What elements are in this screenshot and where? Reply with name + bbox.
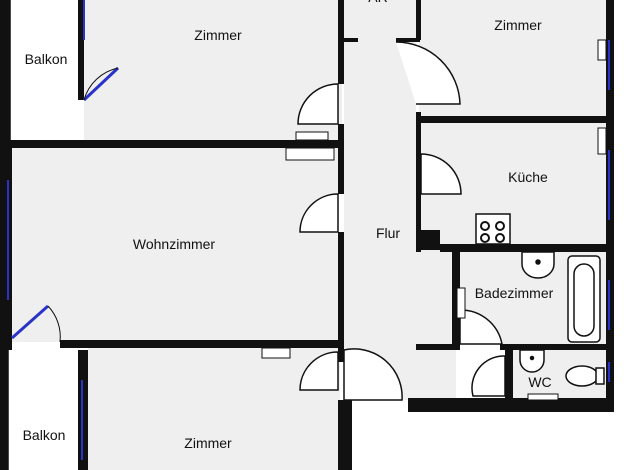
label-wohnzimmer: Wohnzimmer (133, 236, 216, 252)
label-badezimmer: Badezimmer (475, 285, 554, 301)
label-zimmer-top-left: Zimmer (194, 27, 242, 43)
floors (12, 0, 609, 470)
room-labels: Balkon Zimmer AR Zimmer Küche Wohnzimmer… (23, 0, 554, 451)
label-zimmer-top-right: Zimmer (494, 17, 542, 33)
floor-zimmer-bottom (88, 348, 340, 470)
floor-ar (344, 0, 416, 40)
label-balkon-bottom: Balkon (23, 427, 66, 443)
radiators (261, 39, 607, 401)
label-wc: WC (528, 374, 551, 390)
windows (7, 0, 610, 460)
label-flur: Flur (376, 225, 400, 241)
floor-flur-lower (416, 250, 456, 400)
label-balkon-top: Balkon (25, 51, 68, 67)
label-ar: AR (368, 0, 387, 5)
sink-bath (521, 251, 555, 279)
door-swings (297, 41, 506, 401)
toilet (565, 365, 599, 387)
floor-flur (344, 40, 416, 400)
label-kueche: Küche (508, 169, 548, 185)
balcony-doors (11, 66, 120, 343)
stove (475, 213, 511, 245)
sink-wc (519, 349, 545, 373)
balcony-rails (7, 0, 11, 470)
floor-wohnzimmer (12, 148, 338, 342)
label-zimmer-bottom: Zimmer (184, 435, 232, 451)
bath-fixtures (519, 251, 605, 387)
